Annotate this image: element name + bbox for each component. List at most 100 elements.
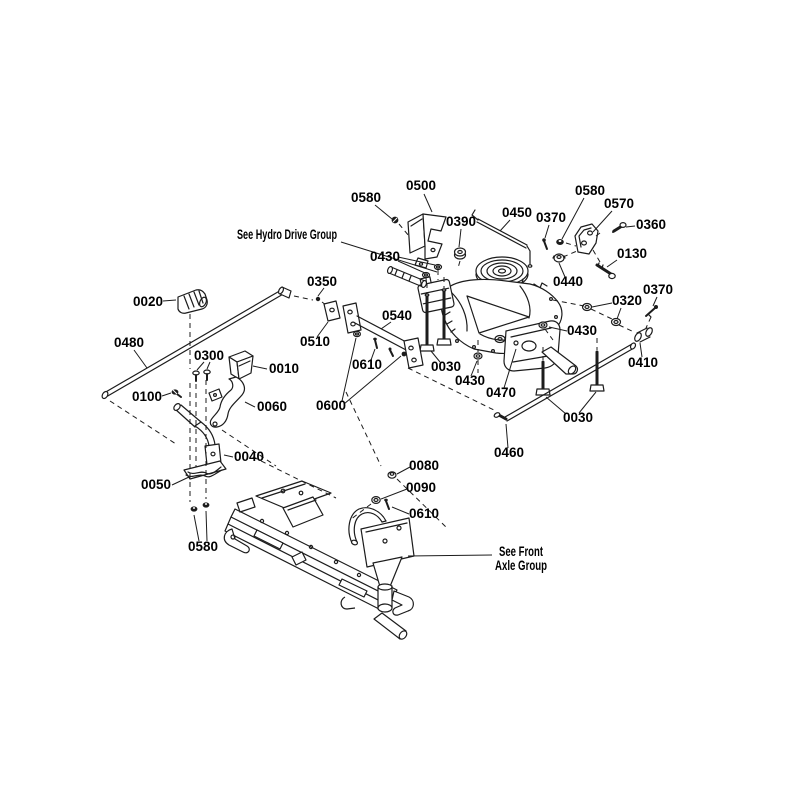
part-label-0610: 0610	[352, 357, 382, 372]
part-label-0440: 0440	[553, 274, 583, 289]
bolt-0130	[595, 262, 616, 280]
part-label-0300: 0300	[194, 348, 224, 363]
part-label-0040: 0040	[234, 449, 264, 464]
artwork	[101, 209, 658, 640]
screws-0300	[192, 369, 211, 382]
leader-line	[544, 224, 550, 239]
leader-line	[391, 506, 410, 515]
leader-line	[545, 396, 567, 415]
leader-line	[652, 296, 658, 307]
pedal-axis-dashes	[189, 314, 207, 502]
leader-line	[396, 466, 411, 475]
pin-0610-bottom	[384, 498, 390, 510]
pedal-pad-0010	[228, 350, 254, 380]
leader-line	[397, 260, 426, 274]
nut-0430-right	[538, 321, 554, 341]
screw-0360	[612, 222, 627, 233]
leader-line	[370, 348, 376, 361]
part-label-0130: 0130	[617, 246, 647, 261]
washer-0440	[552, 253, 566, 263]
part-label-0350: 0350	[307, 274, 337, 289]
assembly-axis-right	[552, 299, 652, 333]
part-label-0020: 0020	[133, 294, 163, 309]
pedal-arm-0060	[208, 376, 246, 428]
leader-line	[423, 193, 433, 213]
bar-0540	[342, 302, 424, 369]
part-label-0010: 0010	[269, 361, 299, 376]
leader-line	[397, 256, 436, 266]
part-label-0030: 0030	[563, 410, 593, 425]
leader-line	[380, 488, 408, 500]
part-label-0030: 0030	[431, 359, 461, 374]
part-label-0540: 0540	[382, 308, 412, 323]
crank-0040	[173, 403, 222, 466]
leader-line	[592, 210, 613, 233]
bolts-0030	[419, 277, 605, 396]
alignment-dashes	[109, 367, 497, 529]
bolt-0600	[401, 351, 407, 357]
part-bracket-0570	[562, 223, 601, 263]
leader-line	[196, 361, 205, 371]
leader-line	[161, 392, 172, 397]
bushing-0410	[634, 327, 653, 343]
part-label-0580: 0580	[188, 539, 218, 554]
rod-0480	[101, 286, 292, 400]
part-label-0370: 0370	[536, 210, 566, 225]
leader-line	[558, 262, 566, 278]
leader-line	[578, 391, 597, 414]
part-label-0320: 0320	[612, 293, 642, 308]
axle-stub	[541, 346, 579, 375]
leader-line	[223, 454, 234, 458]
screw-0580-top	[391, 216, 410, 237]
part-label-0090: 0090	[406, 480, 436, 495]
nut-0430-center	[473, 340, 483, 373]
nuts-0580-bottom	[190, 502, 210, 512]
part-label-0580: 0580	[575, 183, 605, 198]
part-label-0080: 0080	[409, 458, 439, 473]
leader-line	[244, 401, 256, 408]
part-label-0430: 0430	[567, 323, 597, 338]
leader-line	[606, 259, 618, 268]
leader-line	[162, 299, 177, 302]
leader-line	[380, 321, 392, 330]
part-transaxle	[417, 256, 579, 375]
rod-0460	[493, 342, 637, 422]
nut-0390	[453, 247, 467, 269]
pin-0610-center	[374, 339, 378, 349]
ball-0350	[315, 296, 321, 302]
rod-0450	[471, 209, 533, 268]
leader-line	[470, 360, 478, 377]
washer-0090	[371, 496, 381, 505]
part-label-0050: 0050	[141, 477, 171, 492]
leader-line	[430, 350, 441, 363]
leader-line	[343, 355, 402, 405]
pin-0370-top	[542, 238, 548, 250]
leader-line	[625, 225, 636, 228]
part-label-0580: 0580	[351, 190, 381, 205]
part-label-0410: 0410	[628, 355, 658, 370]
leader-line	[316, 321, 329, 338]
leader-line	[374, 204, 393, 220]
leader-line	[548, 326, 568, 332]
leader-line	[206, 361, 211, 370]
part-label-0390: 0390	[446, 214, 476, 229]
screw-0100	[171, 389, 182, 398]
part-label-0480: 0480	[114, 335, 144, 350]
front-axle-note: See Front	[499, 544, 543, 559]
plate-0510	[323, 300, 341, 322]
hydro-drive-note: See Hydro Drive Group	[237, 227, 337, 242]
leader-line	[407, 554, 493, 557]
leader-line	[616, 307, 622, 320]
leader-lines	[133, 193, 658, 557]
leader-line	[171, 476, 190, 486]
leader-line	[193, 514, 200, 542]
frame-weldment	[223, 480, 415, 640]
part-bracket-0500	[407, 213, 447, 269]
part-tube	[386, 265, 428, 289]
part-label-0430: 0430	[370, 249, 400, 264]
leader-line	[639, 342, 643, 358]
rod-axis-dash	[293, 295, 327, 306]
leader-line	[340, 241, 438, 273]
